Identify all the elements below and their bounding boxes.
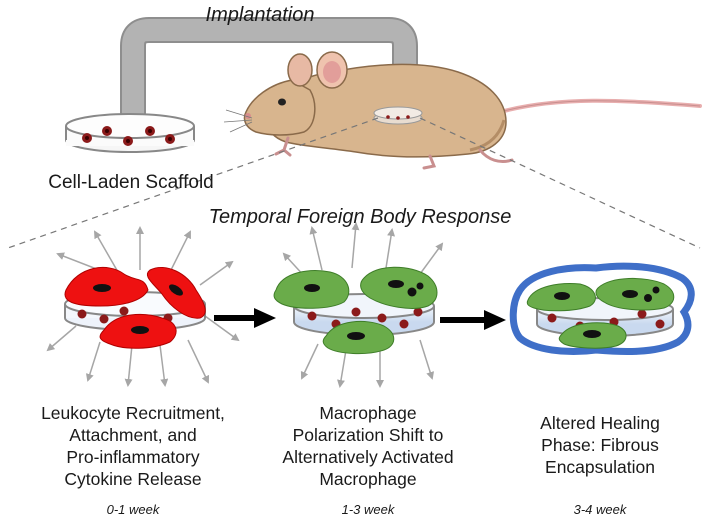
cell-laden-scaffold-label: Cell-Laden Scaffold: [48, 172, 214, 193]
implantation-label: Implantation: [205, 4, 315, 26]
progression-arrow-1: [214, 308, 276, 328]
stage-1-time: 0-1 week: [106, 502, 160, 517]
cytokine-release-arrows: [46, 226, 240, 387]
mouse-whiskers: [223, 109, 253, 133]
mouse-head: [243, 79, 316, 136]
mouse-front-paw: [274, 136, 292, 157]
stage-3-encapsulation: [509, 262, 695, 356]
mouse: [223, 51, 702, 170]
mouse-eye: [278, 98, 286, 106]
alternatively-activated-macrophage: [360, 266, 438, 309]
mouse-tail: [498, 98, 702, 114]
stage-2-label: Macrophage Polarization Shift to Alterna…: [282, 403, 454, 489]
stage-2-arrows: [282, 222, 444, 388]
mouse-ear-back: [287, 53, 313, 87]
stage-2-time: 1-3 week: [341, 502, 395, 517]
stage-3-label: Altered Healing Phase: Fibrous Encapsula…: [540, 413, 660, 477]
stage-3-time: 3-4 week: [573, 502, 627, 517]
implanted-scaffold: [373, 106, 423, 125]
zoom-lines: [7, 117, 701, 249]
cell-laden-scaffold: [65, 113, 195, 153]
scaffold-cells: [82, 126, 175, 146]
stage-1-label: Leukocyte Recruitment, Attachment, and P…: [41, 403, 225, 489]
progression-arrow-2: [440, 310, 506, 330]
process-title: Temporal Foreign Body Response: [208, 206, 512, 228]
stage-1-leukocytes: [46, 226, 240, 387]
stage-2-macrophages: [273, 222, 444, 388]
mouse-hind-leg: [478, 148, 514, 164]
